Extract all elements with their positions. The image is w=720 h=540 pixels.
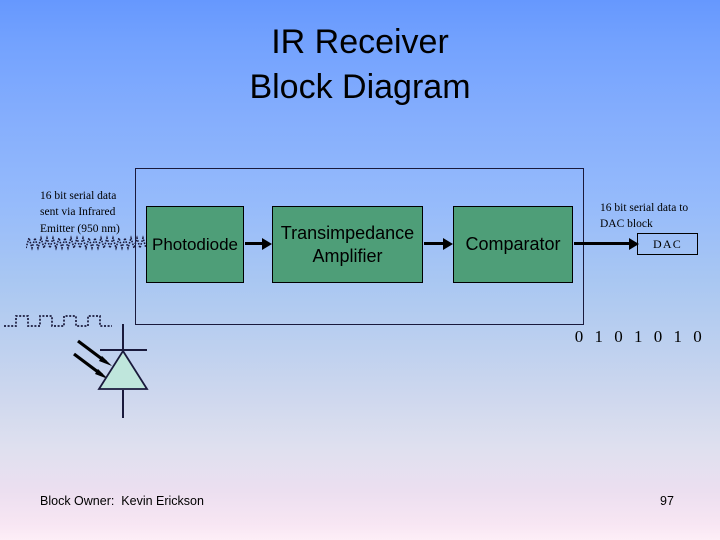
- ir-emitter-input-label-line-3: Emitter (950 nm): [40, 222, 120, 235]
- block-tia-label-line-2: Amplifier: [312, 245, 383, 266]
- dac-output-label-line-2: DAC block: [600, 218, 653, 231]
- block-photodiode-label: Photodiode: [151, 234, 239, 254]
- footer-page-number: 97: [660, 494, 674, 508]
- photodiode-schematic-symbol: [4, 315, 149, 418]
- arrow-photodiode-to-amplifier: [245, 242, 263, 245]
- dac-output-label-line-1: 16 bit serial data to: [600, 202, 689, 214]
- block-dac-label: DAC: [653, 236, 682, 251]
- footer-block-owner: Block Owner: Kevin Erickson: [40, 494, 204, 508]
- ir-emitter-input-label-line-1: 16 bit serial data: [40, 190, 117, 202]
- arrow-comparator-to-dac: [574, 242, 630, 245]
- system-boundary-rectangle: [135, 168, 584, 325]
- infrared-zigzag-wave-icon: [26, 235, 147, 251]
- block-transimpedance-amplifier[interactable]: Transimpedance Amplifier: [272, 206, 423, 283]
- page-title: IR Receiver Block Diagram: [0, 20, 720, 110]
- ir-emitter-input-label-line-2: sent via Infrared: [40, 206, 116, 219]
- binary-output-string: 0 1 0 1 0 1 0: [574, 327, 706, 346]
- diode-anode-triangle: [97, 349, 149, 390]
- block-tia-label-line-1: Transimpedance: [280, 223, 415, 243]
- block-dac[interactable]: DAC: [637, 233, 698, 255]
- block-comparator-label: Comparator: [465, 234, 561, 255]
- arrow-amplifier-to-comparator: [424, 242, 444, 245]
- block-photodiode[interactable]: Photodiode: [146, 206, 244, 283]
- dac-output-label: 16 bit serial data to DAC block: [600, 200, 720, 233]
- digital-pulse-waveform-icon: [4, 315, 112, 327]
- incident-light-arrows-icon: [73, 339, 112, 379]
- block-comparator[interactable]: Comparator: [453, 206, 573, 283]
- page-title-line-2: Block Diagram: [249, 67, 471, 106]
- page-title-line-1: IR Receiver: [271, 23, 449, 61]
- block-transimpedance-amplifier-label: Transimpedance Amplifier: [281, 222, 414, 267]
- ir-emitter-input-label: 16 bit serial data sent via Infrared Emi…: [40, 188, 150, 237]
